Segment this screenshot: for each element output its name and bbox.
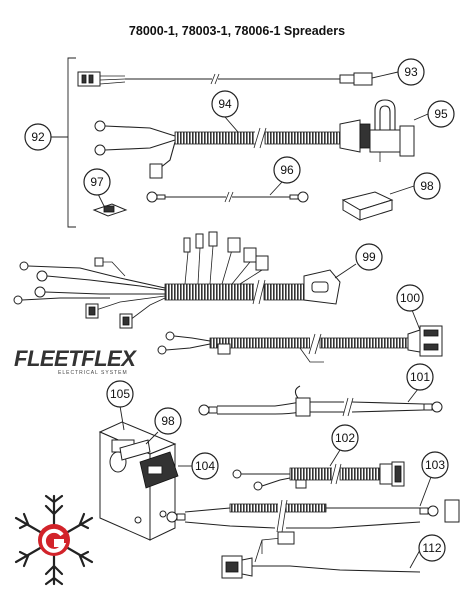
part-98-module-top [341,185,415,221]
callout-104[interactable]: 104 [191,452,219,480]
svg-text:105: 105 [110,387,130,401]
svg-text:92: 92 [31,130,45,144]
callout-100[interactable]: 100 [396,284,424,312]
part-93-harness [77,71,399,87]
part-101-cable [198,385,443,417]
fleetflex-logo: FLEETFLEX ELECTRICAL SYSTEM [14,346,138,376]
callout-92[interactable]: 92 [24,123,52,151]
part-103-cable [166,476,460,533]
callout-95[interactable]: 95 [427,100,455,128]
part-104-module [139,451,192,489]
part-99-harness [13,231,357,329]
callout-98-top[interactable]: 98 [413,172,441,200]
svg-text:103: 103 [425,458,445,472]
svg-text:97: 97 [90,175,104,189]
part-98-module-bottom [119,431,159,461]
part-112-harness [221,531,421,579]
svg-text:112: 112 [422,541,441,555]
svg-text:98: 98 [420,179,434,193]
part-94-harness [94,99,429,179]
part-100-harness [157,309,443,363]
snowflake-logo-icon [14,494,94,586]
svg-text:FLEETFLEX: FLEETFLEX [14,346,137,371]
callout-94[interactable]: 94 [211,90,239,118]
callout-93[interactable]: 93 [397,58,425,86]
svg-text:98: 98 [161,414,175,428]
part-102-harness [232,449,405,491]
svg-text:102: 102 [335,431,355,445]
svg-text:ELECTRICAL SYSTEM: ELECTRICAL SYSTEM [58,370,128,376]
svg-text:93: 93 [404,65,418,79]
svg-text:94: 94 [218,97,232,111]
svg-text:96: 96 [280,163,294,177]
svg-text:99: 99 [362,250,376,264]
callout-102[interactable]: 102 [331,424,359,452]
part-97-fuse [92,193,128,217]
callout-98-bottom[interactable]: 98 [154,407,182,435]
callout-99[interactable]: 99 [355,243,383,271]
part-96-cable [146,181,309,203]
callout-105[interactable]: 105 [106,380,134,408]
callout-112[interactable]: 112 [418,534,446,562]
kit-92-bracket [50,57,76,228]
callout-101[interactable]: 101 [406,363,434,391]
page-title: 78000-1, 78003-1, 78006-1 Spreaders [129,24,345,38]
svg-text:104: 104 [195,459,215,473]
svg-text:95: 95 [434,107,448,121]
callout-97[interactable]: 97 [83,168,111,196]
svg-text:101: 101 [410,370,430,384]
callout-96[interactable]: 96 [273,156,301,184]
svg-text:100: 100 [400,291,420,305]
callout-103[interactable]: 103 [421,451,449,479]
